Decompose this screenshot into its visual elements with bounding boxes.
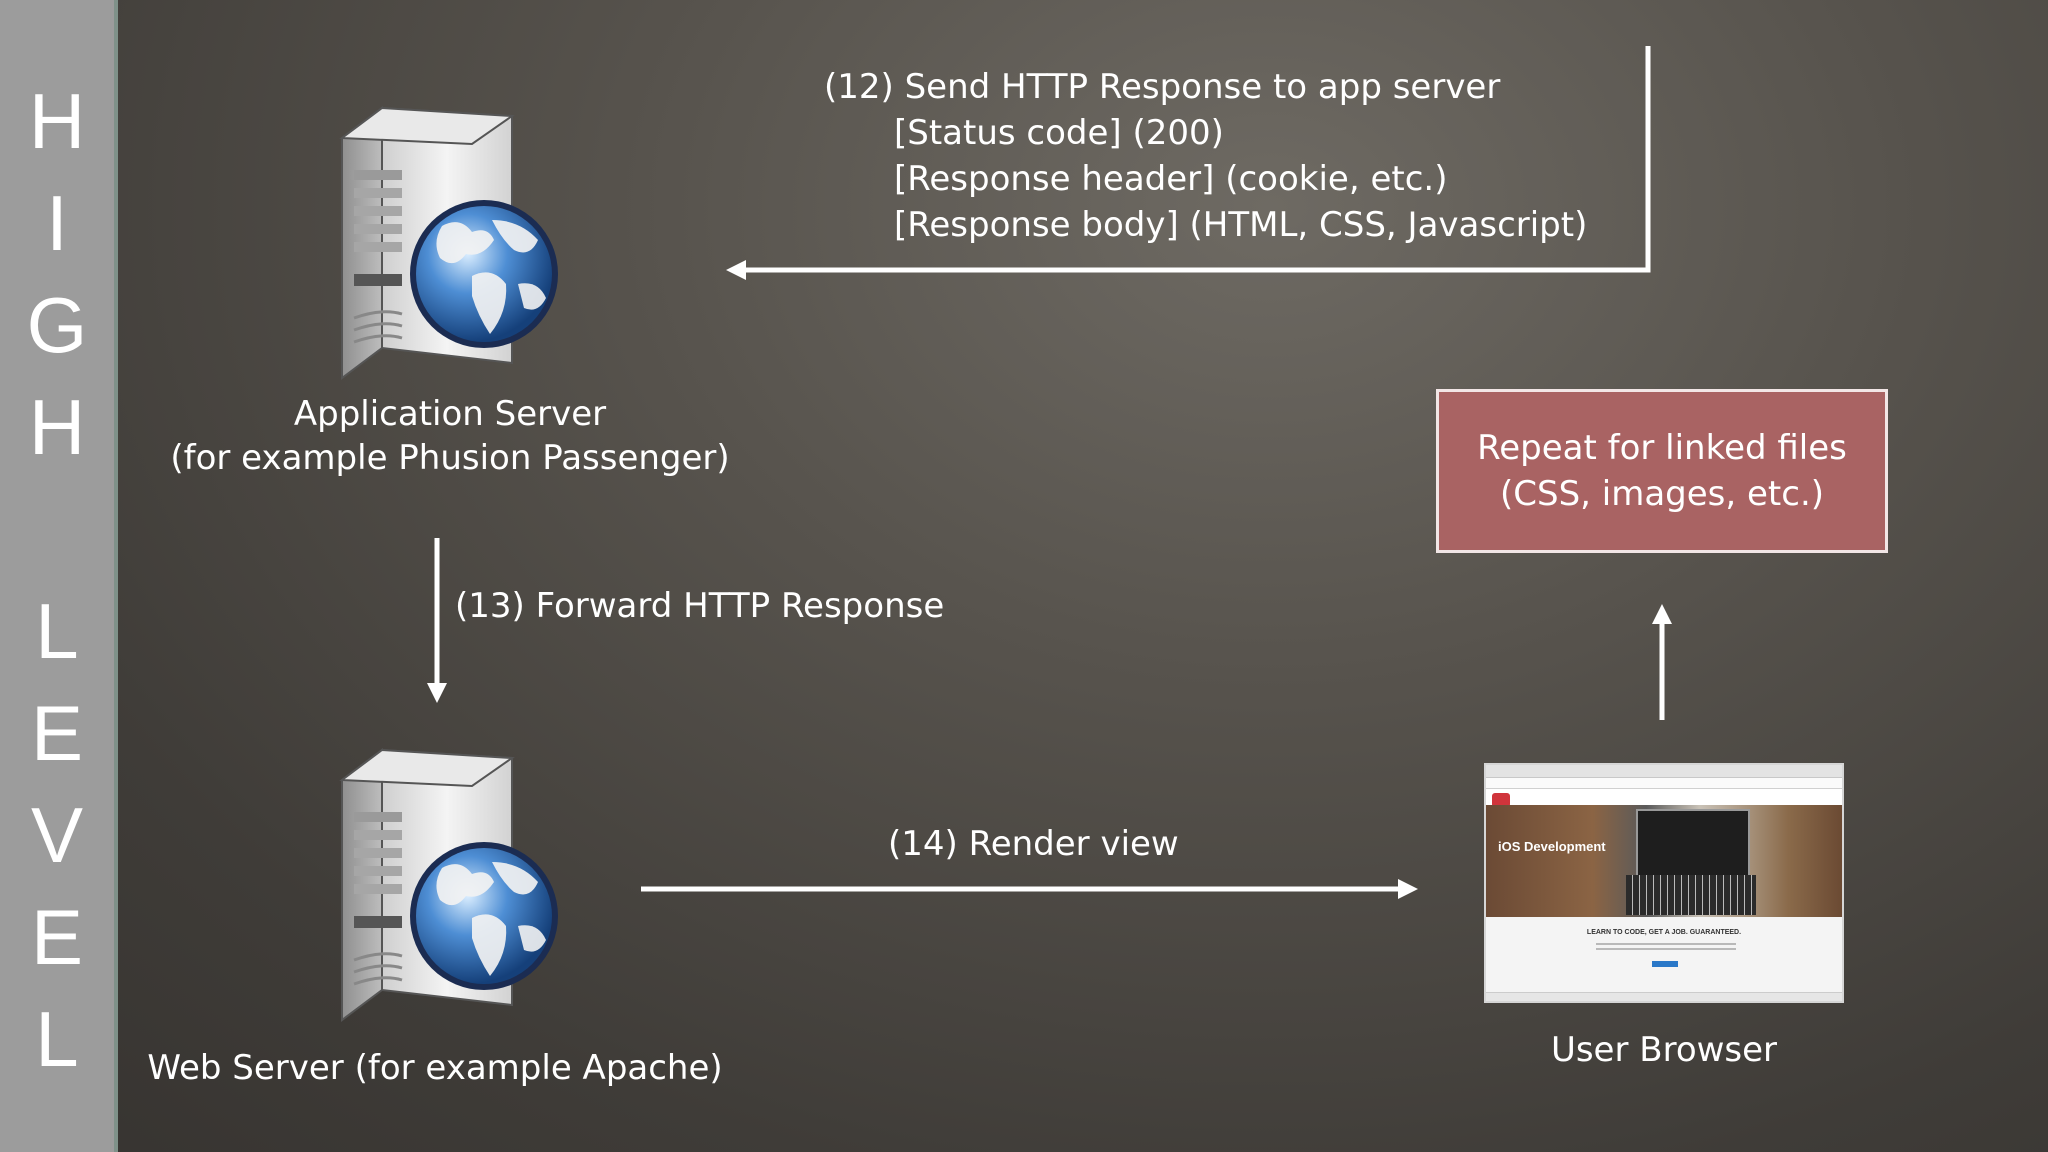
sidebar-letter: H — [28, 383, 86, 471]
step12-response-body: [Response body] (HTML, CSS, Javascript) — [894, 205, 1588, 245]
user-browser-label: User Browser — [1550, 1030, 1778, 1070]
sidebar-letter: E — [30, 689, 84, 777]
arrow-step-14 — [641, 879, 1418, 899]
sidebar-letter: H — [28, 77, 86, 165]
browser-hero-image: iOS Development — [1486, 805, 1842, 917]
application-server-name: Application Server — [293, 394, 607, 434]
repeat-box-line2: (CSS, images, etc.) — [1499, 474, 1825, 514]
keyboard-icon — [1626, 875, 1756, 915]
browser-tab-bar — [1486, 765, 1842, 778]
step12-title: (12) Send HTTP Response to app server — [824, 67, 1501, 107]
browser-hero-title: iOS Development — [1498, 839, 1606, 854]
browser-cta-button — [1652, 961, 1678, 967]
laptop-icon — [1636, 809, 1750, 877]
browser-body-text — [1596, 943, 1736, 953]
application-server-example: (for example Phusion Passenger) — [170, 438, 730, 479]
sidebar-letter: E — [30, 893, 84, 981]
step12-response-header: [Response header] (cookie, etc.) — [894, 159, 1448, 199]
sidebar-letter: L — [35, 995, 79, 1083]
step12-text: (12) Send HTTP Response to app server [S… — [824, 64, 1587, 248]
browser-site-nav — [1486, 789, 1842, 813]
step12-status-code: [Status code] (200) — [894, 113, 1224, 153]
browser-status-bar — [1486, 992, 1842, 1001]
web-server-icon — [340, 748, 560, 1022]
application-server-label: Application Server (for example Phusion … — [150, 392, 750, 480]
sidebar-high-level: H I G H L E V E L — [0, 0, 118, 1152]
arrow-repeat — [1652, 604, 1672, 720]
sidebar-letter: G — [26, 281, 88, 369]
application-server-icon — [340, 106, 560, 380]
repeat-box-line1: Repeat for linked files — [1477, 428, 1847, 468]
arrow-step-13 — [427, 538, 447, 703]
sidebar-letter: I — [46, 179, 68, 267]
sidebar-letter: V — [30, 791, 84, 879]
sidebar-letter: L — [35, 587, 79, 675]
arrow-step-12 — [726, 46, 1651, 280]
step13-label: (13) Forward HTTP Response — [455, 586, 945, 626]
web-server-label: Web Server (for example Apache) — [147, 1048, 723, 1088]
user-browser-screenshot: iOS Development LEARN TO CODE, GET A JOB… — [1484, 763, 1844, 1003]
step14-label: (14) Render view — [888, 824, 1179, 864]
repeat-linked-files-box: Repeat for linked files (CSS, images, et… — [1436, 389, 1888, 553]
browser-tagline: LEARN TO CODE, GET A JOB. GUARANTEED. — [1586, 929, 1742, 936]
browser-url-bar — [1486, 778, 1842, 789]
